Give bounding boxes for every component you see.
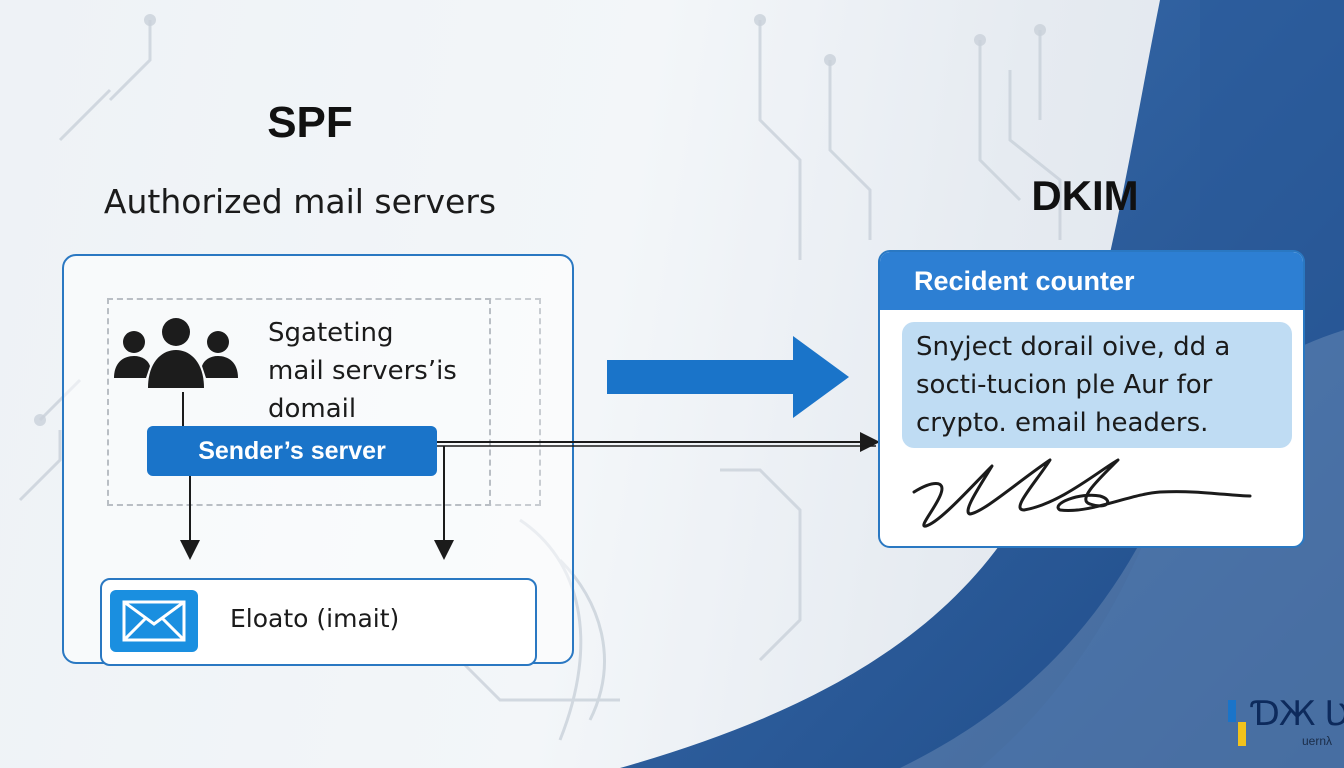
dkim-text-box: Snуject dorail οive, dd a socti-tucion p… — [902, 322, 1292, 448]
people-icon — [114, 318, 238, 388]
spf-description-line: Sgateting — [268, 318, 394, 348]
spf-description: Sgateting mail servers’is domail — [268, 314, 508, 428]
spf-description-line: domail — [268, 394, 357, 424]
signature-icon — [912, 458, 1252, 528]
dkim-text-line: Snуject dorail οive, dd a — [916, 332, 1231, 362]
dashed-outline-inner — [107, 298, 491, 506]
spf-description-line: mail servers’is — [268, 356, 457, 386]
email-label: Eloato (imait) — [230, 604, 400, 633]
mail-icon — [110, 590, 198, 652]
spf-subtitle: Authorized mail servers — [103, 182, 497, 221]
spf-title: SPF — [267, 98, 353, 147]
sender-server-button[interactable]: Sender’s server — [147, 426, 437, 476]
dkim-card-header: Recident counter — [880, 252, 1303, 310]
arrow-right-icon — [607, 336, 849, 418]
logo-icon — [1228, 700, 1246, 746]
logo-subtext: uernλ — [1302, 734, 1333, 748]
dkim-text-line: socti-tucion ple Aur for — [916, 370, 1213, 400]
dkim-title: DKIM — [1031, 172, 1139, 219]
dkim-text-line: crypto. email headers. — [916, 408, 1209, 438]
logo-text: ƊЖ ƲLE — [1252, 694, 1344, 734]
